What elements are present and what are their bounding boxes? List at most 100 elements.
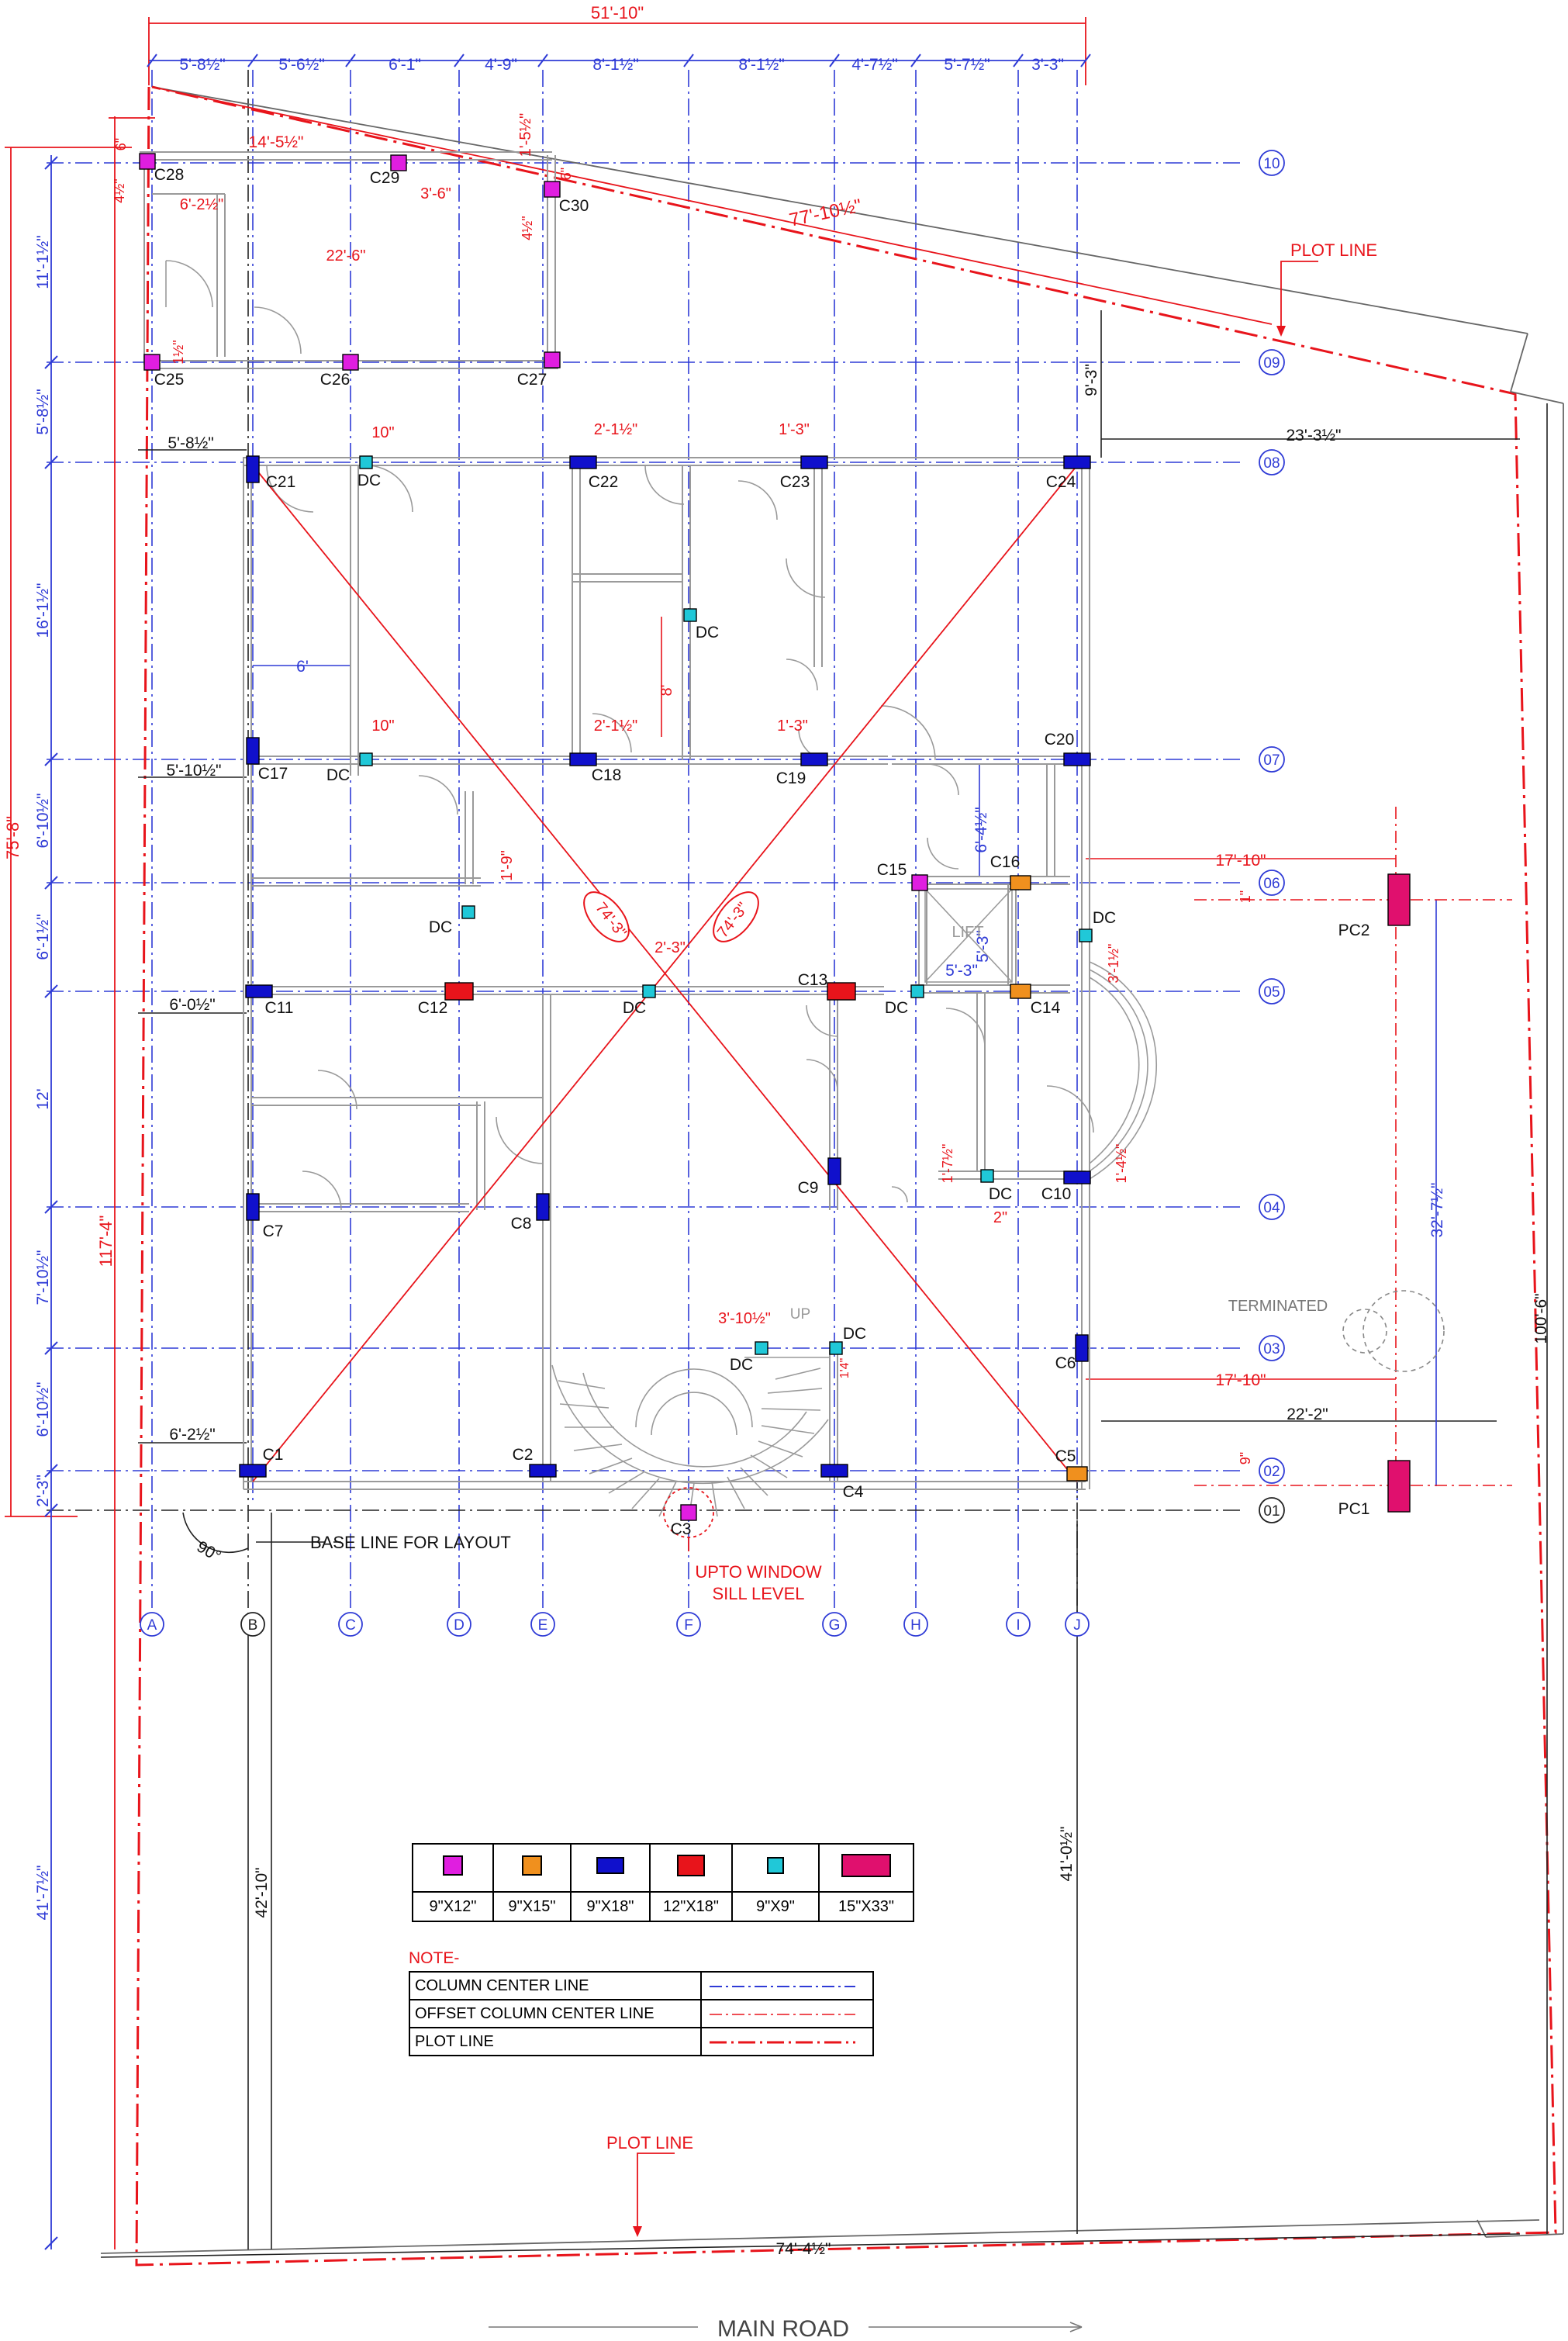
grid-bubble-row-03: 03 xyxy=(1259,1335,1285,1361)
top-segment-dim: 3'-3" xyxy=(1031,56,1064,74)
column-marker xyxy=(1010,875,1031,890)
dc-column: DC xyxy=(885,984,924,1017)
column-marker xyxy=(342,354,359,371)
stair-up-label: UP xyxy=(790,1306,810,1323)
column-c27: C27 xyxy=(517,351,561,389)
dc-label: DC xyxy=(843,1325,866,1343)
column-label: C11 xyxy=(265,999,294,1017)
column-marker xyxy=(1387,873,1411,926)
red-dimension-label: 1½" xyxy=(171,340,186,364)
column-label: C1 xyxy=(263,1446,284,1464)
red-dimension-label: 1'-3" xyxy=(777,718,808,735)
dc-column: DC xyxy=(357,455,381,489)
legend-label: 9"X12" xyxy=(412,1891,494,1922)
red-dimension-label: 6" xyxy=(113,138,129,150)
column-c29: C29 xyxy=(370,154,407,187)
left-segment-dim: 6'-10½" xyxy=(34,793,52,848)
column-label: C18 xyxy=(592,766,622,784)
column-label: C25 xyxy=(154,371,185,389)
angle-label: 90° xyxy=(194,1537,224,1565)
grid-bubble-row-04: 04 xyxy=(1259,1194,1285,1220)
column-label: C5 xyxy=(1055,1447,1076,1465)
black-dimension-label: 74'-4½" xyxy=(775,2240,831,2258)
red-dimension-label: 1'-7½" xyxy=(940,1144,955,1184)
terminated-label: TERMINATED xyxy=(1228,1298,1328,1315)
left-segment-dim: 16'-1½" xyxy=(34,583,52,638)
column-label: C6 xyxy=(1055,1354,1076,1372)
red-dimension-label: 77'-10½" xyxy=(787,195,863,231)
column-marker xyxy=(827,1157,841,1185)
column-marker xyxy=(544,181,561,198)
blue-dimension-label: 6' xyxy=(296,658,309,676)
column-c6: C6 xyxy=(1055,1334,1089,1372)
column-label: C26 xyxy=(320,371,351,389)
note-line-sample xyxy=(700,1971,874,2000)
grid-label: 10 xyxy=(1263,156,1280,172)
dc-column: DC xyxy=(683,608,719,641)
blue-dimension-label: 32'-7½" xyxy=(1428,1182,1446,1237)
grid-label: 04 xyxy=(1263,1200,1280,1216)
note-row: OFFSET COLUMN CENTER LINE xyxy=(409,1999,874,2028)
column-label: C20 xyxy=(1045,731,1075,749)
column-label: C21 xyxy=(266,473,296,491)
column-c15: C15 xyxy=(877,861,928,891)
note-row: COLUMN CENTER LINE xyxy=(409,1971,874,2000)
dc-label: DC xyxy=(1093,909,1116,927)
grid-label: J xyxy=(1073,1617,1081,1634)
dc-column: DC xyxy=(730,1341,768,1374)
red-dimension-label: 6'-2½" xyxy=(180,196,224,213)
black-dimension-label: 23'-3½" xyxy=(1286,427,1341,444)
top-segment-dim: 8'-1½" xyxy=(738,56,784,74)
column-label: C14 xyxy=(1031,999,1061,1017)
column-marker xyxy=(1387,1460,1411,1513)
dc-label: DC xyxy=(696,624,719,641)
grid-label: 02 xyxy=(1263,1464,1280,1480)
black-dimension-label: 22'-2" xyxy=(1287,1406,1328,1423)
grid-bubble-row-02: 02 xyxy=(1259,1458,1285,1484)
main-road-label: MAIN ROAD xyxy=(717,2316,849,2341)
red-dimension-label: 4½" xyxy=(112,178,127,202)
top-segment-dim: 6'-1" xyxy=(389,56,421,74)
grid-label: 08 xyxy=(1263,455,1280,472)
dc-label: DC xyxy=(357,472,381,489)
column-label: C15 xyxy=(877,861,907,879)
column-c24: C24 xyxy=(1046,455,1091,491)
black-dimension-label: 9'-3" xyxy=(1083,364,1100,396)
red-dimension-label: 2'-1½" xyxy=(594,718,638,735)
column-marker xyxy=(820,1464,848,1478)
column-c14: C14 xyxy=(1010,984,1061,1017)
column-marker xyxy=(444,982,474,1001)
column-marker xyxy=(246,1193,260,1221)
top-segment-dim: 5'-7½" xyxy=(944,56,989,74)
grid-bubble-row-05: 05 xyxy=(1259,978,1285,1005)
total-depth-dim: 75'-8" xyxy=(3,816,22,859)
column-c5: C5 xyxy=(1055,1447,1088,1482)
walls xyxy=(140,151,1090,1490)
blue-dimension-label: 6'-4½" xyxy=(972,807,990,852)
column-label: PC1 xyxy=(1338,1500,1370,1518)
grid-label: H xyxy=(910,1617,921,1634)
column-c7: C7 xyxy=(246,1193,283,1240)
red-dimension-label: 9" xyxy=(1238,1452,1253,1464)
top-segment-dim: 4'-9" xyxy=(485,56,517,74)
column-marker xyxy=(680,1504,697,1521)
grid-lines xyxy=(47,70,1241,1613)
left-segment-dim: 7'-10½" xyxy=(34,1250,52,1305)
grid-bubble-col-c: C xyxy=(338,1612,363,1637)
red-dimension-label: 1'-5½" xyxy=(517,113,534,157)
legend-label: 15"X33" xyxy=(818,1891,914,1922)
grid-bubble-col-j: J xyxy=(1065,1612,1090,1637)
column-c21: C21 xyxy=(246,455,296,491)
column-c25: C25 xyxy=(143,354,185,389)
column-label: C13 xyxy=(798,971,828,989)
legend-swatch-cell xyxy=(492,1843,572,1893)
grid-bubble-row-06: 06 xyxy=(1259,870,1285,896)
left-segment-dim: 6'-10½" xyxy=(34,1381,52,1437)
column-c13: C13 xyxy=(798,971,856,1001)
column-c20: C20 xyxy=(1045,731,1091,766)
column-label: C22 xyxy=(589,473,619,491)
grid-label: E xyxy=(538,1617,548,1634)
column-label: C19 xyxy=(776,769,806,787)
dc-label: DC xyxy=(429,918,452,936)
